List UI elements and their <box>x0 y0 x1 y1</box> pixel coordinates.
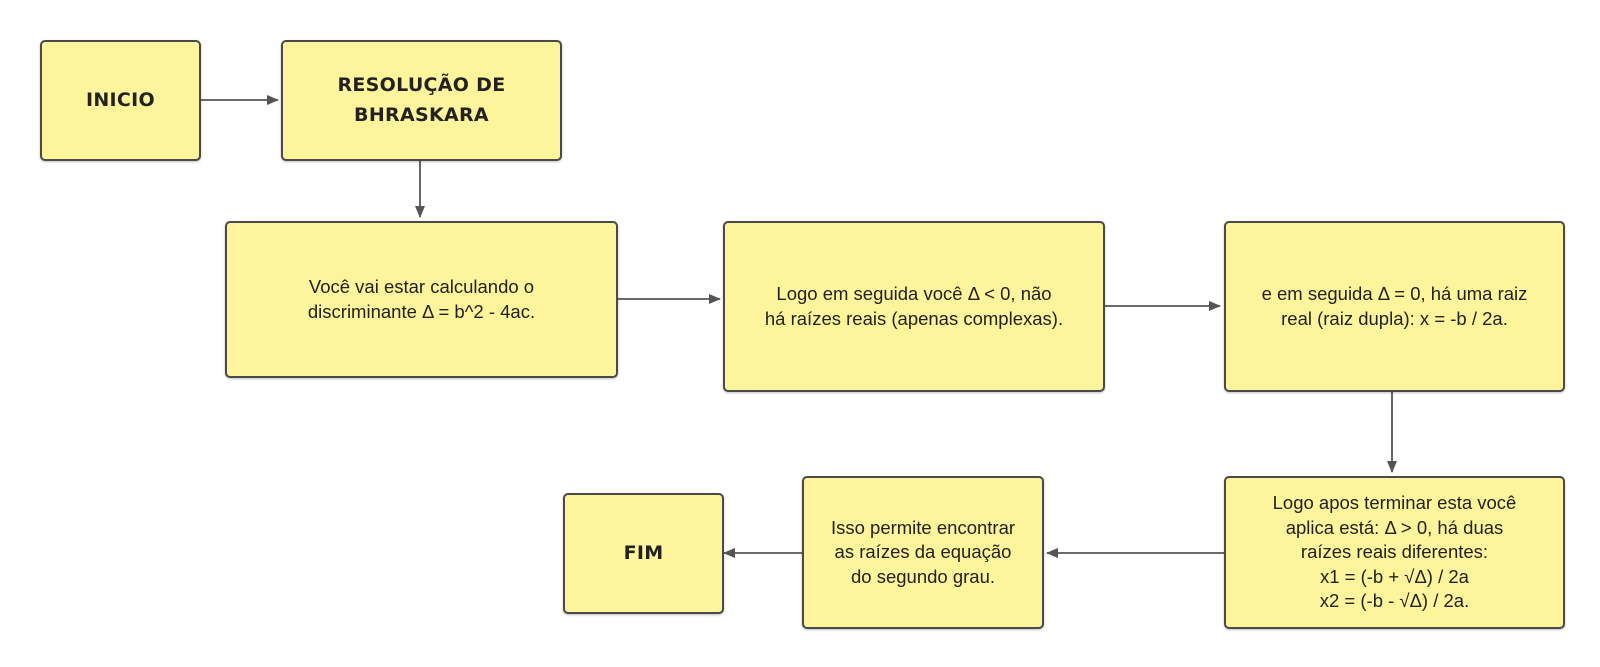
node-discriminante-label: Você vai estar calculando o discriminant… <box>307 276 536 322</box>
node-fim: FIM <box>563 493 724 614</box>
node-delta-positivo-label: Logo apos terminar esta você aplica está… <box>1272 492 1517 612</box>
node-fim-label: FIM <box>623 541 664 564</box>
node-delta-negativo: Logo em seguida você Δ < 0, não há raíze… <box>723 221 1105 392</box>
node-discriminante: Você vai estar calculando o discriminant… <box>225 221 618 378</box>
node-inicio: INICIO <box>40 40 201 161</box>
node-inicio-label: INICIO <box>85 88 155 111</box>
node-delta-negativo-label: Logo em seguida você Δ < 0, não há raíze… <box>764 283 1064 329</box>
node-resolucao-label: RESOLUÇÃO DE BHRASKARA <box>337 74 506 126</box>
node-delta-positivo: Logo apos terminar esta você aplica está… <box>1224 476 1565 629</box>
node-isso-permite-label: Isso permite encontrar as raízes da equa… <box>830 516 1016 587</box>
node-isso-permite: Isso permite encontrar as raízes da equa… <box>802 476 1044 629</box>
node-delta-zero: e em seguida Δ = 0, há uma raiz real (ra… <box>1224 221 1565 392</box>
node-delta-zero-label: e em seguida Δ = 0, há uma raiz real (ra… <box>1261 283 1528 329</box>
node-resolucao-bhraskara: RESOLUÇÃO DE BHRASKARA <box>281 40 562 161</box>
